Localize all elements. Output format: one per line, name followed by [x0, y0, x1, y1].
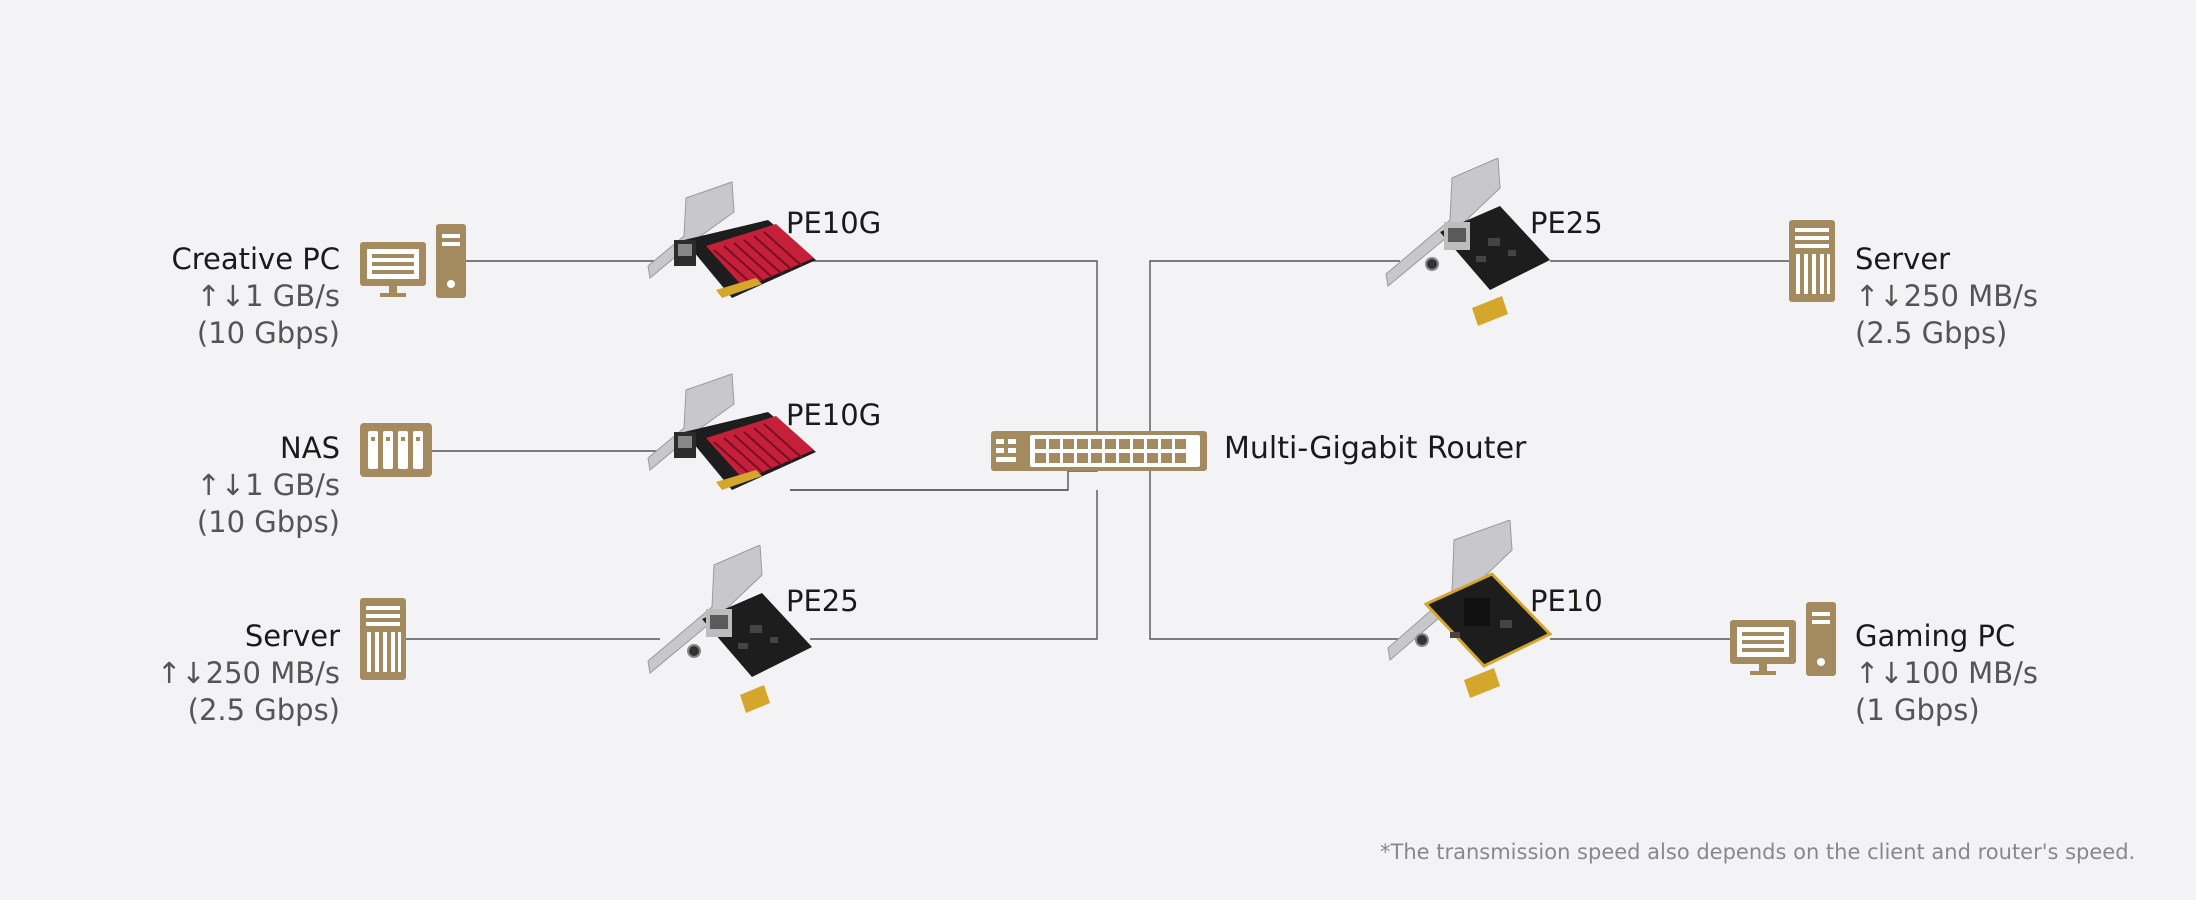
device-speed: ↑↓1 GB/s [196, 468, 340, 502]
server-icon [1789, 220, 1835, 302]
device-gbps: (10 Gbps) [196, 505, 340, 539]
desktop-pc-icon [360, 224, 466, 298]
device-label-nas: NAS ↑↓1 GB/s (10 Gbps) [196, 430, 340, 541]
pe25-card-image [1385, 158, 1550, 326]
server-icon [360, 598, 406, 680]
line-router-card5 [1149, 470, 1400, 640]
device-label-server-right: Server ↑↓250 MB/s (2.5 Gbps) [1855, 241, 2038, 352]
nas-icon [360, 423, 432, 477]
device-gbps: (10 Gbps) [196, 316, 340, 350]
line-card3-router [810, 490, 1098, 640]
line-router-card4 [1149, 260, 1400, 445]
device-speed: ↑↓250 MB/s [1855, 279, 2038, 313]
device-label-creative-pc: Creative PC ↑↓1 GB/s (10 Gbps) [171, 241, 340, 352]
pe10g-card-image [647, 373, 816, 490]
card-label-pe10: PE10 [1530, 584, 1603, 618]
device-gbps: (2.5 Gbps) [187, 693, 340, 727]
footnote: *The transmission speed also depends on … [1380, 840, 2136, 864]
device-label-server-left: Server ↑↓250 MB/s (2.5 Gbps) [157, 618, 340, 729]
device-speed: ↑↓250 MB/s [157, 656, 340, 690]
router-label: Multi-Gigabit Router [1224, 431, 1527, 466]
router-switch-icon [991, 431, 1207, 471]
device-speed: ↑↓1 GB/s [196, 279, 340, 313]
device-name: NAS [280, 431, 340, 465]
pe10-card-image [1387, 520, 1553, 698]
device-label-gaming-pc: Gaming PC ↑↓100 MB/s (1 Gbps) [1855, 618, 2038, 729]
device-gbps: (1 Gbps) [1855, 693, 1980, 727]
device-speed: ↑↓100 MB/s [1855, 656, 2038, 690]
device-name: Creative PC [171, 242, 340, 276]
device-gbps: (2.5 Gbps) [1855, 316, 2008, 350]
card-label-pe25-right: PE25 [1530, 206, 1603, 240]
device-name: Gaming PC [1855, 619, 2016, 653]
device-name: Server [244, 619, 340, 653]
device-name: Server [1855, 242, 1951, 276]
card-label-pe10g-middle: PE10G [786, 398, 882, 432]
desktop-pc-icon [1730, 602, 1836, 676]
pe25-card-image [647, 545, 812, 713]
pe10g-card-image [647, 181, 816, 298]
card-label-pe25-left: PE25 [786, 584, 859, 618]
card-label-pe10g-top: PE10G [786, 206, 882, 240]
